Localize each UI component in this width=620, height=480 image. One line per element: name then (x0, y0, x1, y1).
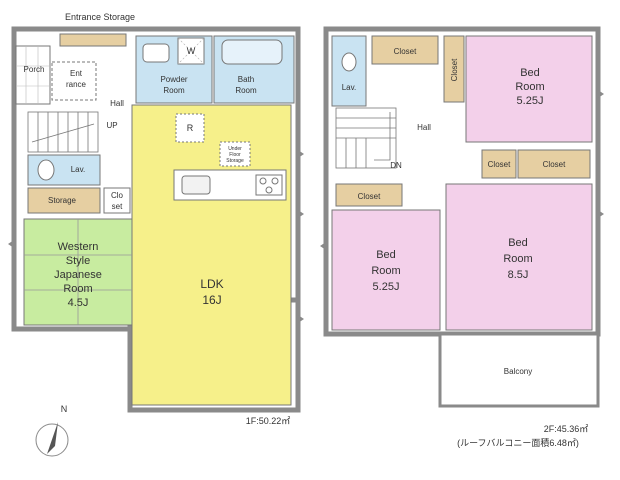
japanese-room-label-line2: Style (66, 255, 90, 267)
washbasin (142, 43, 170, 63)
balcony (438, 332, 600, 408)
second-floor-closet-small (481, 149, 517, 179)
bed-left-size: 5.25J (373, 281, 400, 293)
bed-right-label-line2: Room (503, 253, 532, 265)
bed-right-label-line1: Bed (508, 237, 528, 249)
bed-left-label-line1: Bed (376, 249, 396, 261)
powder-room-label-line2: Room (163, 86, 185, 95)
bed-top-right-label-line1: Bed (520, 67, 540, 79)
second-floor-closet-right (517, 149, 591, 179)
closet-vertical-label: Closet (450, 58, 459, 81)
japanese-room-label-line4: Room (63, 283, 92, 295)
japanese-room-size: 4.5J (68, 297, 89, 309)
washer-mark: W (187, 46, 196, 56)
closet-top-label: Closet (394, 47, 417, 56)
second-floor-hall-label: Hall (417, 123, 431, 132)
refrigerator-space (175, 113, 205, 143)
bed-room-top-right (465, 35, 593, 143)
balcony-label: Balcony (504, 367, 532, 376)
up-label: UP (106, 121, 117, 130)
bed-left-label-line2: Room (371, 265, 400, 277)
closet-right-label: Closet (543, 160, 566, 169)
second-floor-closet-left (335, 183, 403, 207)
powder-room-label-line1: Powder (160, 75, 187, 84)
first-floor-hall-label: Hall (110, 99, 124, 108)
entrance-label-line1: Ent (70, 69, 83, 78)
second-floor-lav-label: Lav. (342, 83, 357, 92)
bath-room-label-line1: Bath (238, 75, 254, 84)
compass-north-label: N (61, 404, 68, 414)
under-floor-storage (219, 141, 251, 167)
second-floor-area: 2F:45.36㎡ (544, 424, 589, 434)
compass: N (35, 404, 69, 457)
storage-label: Storage (48, 196, 77, 205)
entrance-label-line2: rance (66, 80, 87, 89)
entrance-storage (59, 33, 127, 47)
first-floor-closet-label-line1: Clo (111, 191, 124, 200)
porch (15, 45, 51, 105)
second-floor-toilet-bowl (341, 52, 357, 72)
under-floor-storage-label-line2: Floor (229, 152, 241, 158)
second-floor-stairs (335, 107, 397, 169)
washer-space (177, 37, 205, 65)
closet-left-label: Closet (358, 192, 381, 201)
entrance-storage-label: Entrance Storage (65, 12, 135, 22)
under-floor-storage-label-line1: Under (228, 146, 242, 152)
bed-right-size: 8.5J (508, 269, 529, 281)
bed-top-right-label-line2: Room (515, 81, 544, 93)
ldk-size: 16J (202, 293, 221, 307)
bed-top-right-size: 5.25J (517, 95, 544, 107)
first-floor-closet-label-line2: set (112, 202, 123, 211)
bed-room-right (445, 183, 593, 331)
bed-room-left (331, 209, 441, 331)
japanese-room-label-line3: Japanese (54, 269, 102, 281)
kitchen-sink (181, 175, 211, 195)
japanese-room-label-line1: Western (58, 241, 99, 253)
first-floor-closet (103, 187, 131, 214)
first-floor-storage (27, 187, 101, 214)
ldk-label: LDK (200, 277, 223, 291)
closet-small-label: Closet (488, 160, 511, 169)
second-floor-closet-top (371, 35, 439, 65)
second-floor-plan: Closet Closet Closet Closet Closet Lav. … (320, 26, 604, 448)
under-floor-storage-label-line3: Storage (226, 158, 244, 164)
bath-room-label-line2: Room (235, 86, 257, 95)
porch-label: Porch (24, 65, 45, 74)
bathtub (221, 39, 283, 65)
cooktop (255, 174, 283, 196)
first-floor-lav-label: Lav. (71, 165, 86, 174)
ldk-room (131, 104, 292, 406)
first-floor-area: 1F:50.22㎡ (246, 416, 291, 426)
refrigerator-mark: R (187, 123, 194, 133)
toilet-bowl (37, 159, 55, 181)
north-arrow-icon (47, 422, 58, 454)
first-floor-stairs (27, 111, 99, 153)
entrance (51, 61, 97, 101)
first-floor-window-marks (8, 150, 304, 323)
second-floor-window-marks (320, 90, 604, 250)
second-floor-closet-vertical (443, 35, 465, 103)
roof-balcony-note: (ルーフバルコニー面積6.48㎡) (457, 437, 579, 448)
dn-label: DN (390, 161, 402, 170)
first-floor-plan: Entrance Storage Porch Ent rance Hall UP… (8, 12, 304, 426)
